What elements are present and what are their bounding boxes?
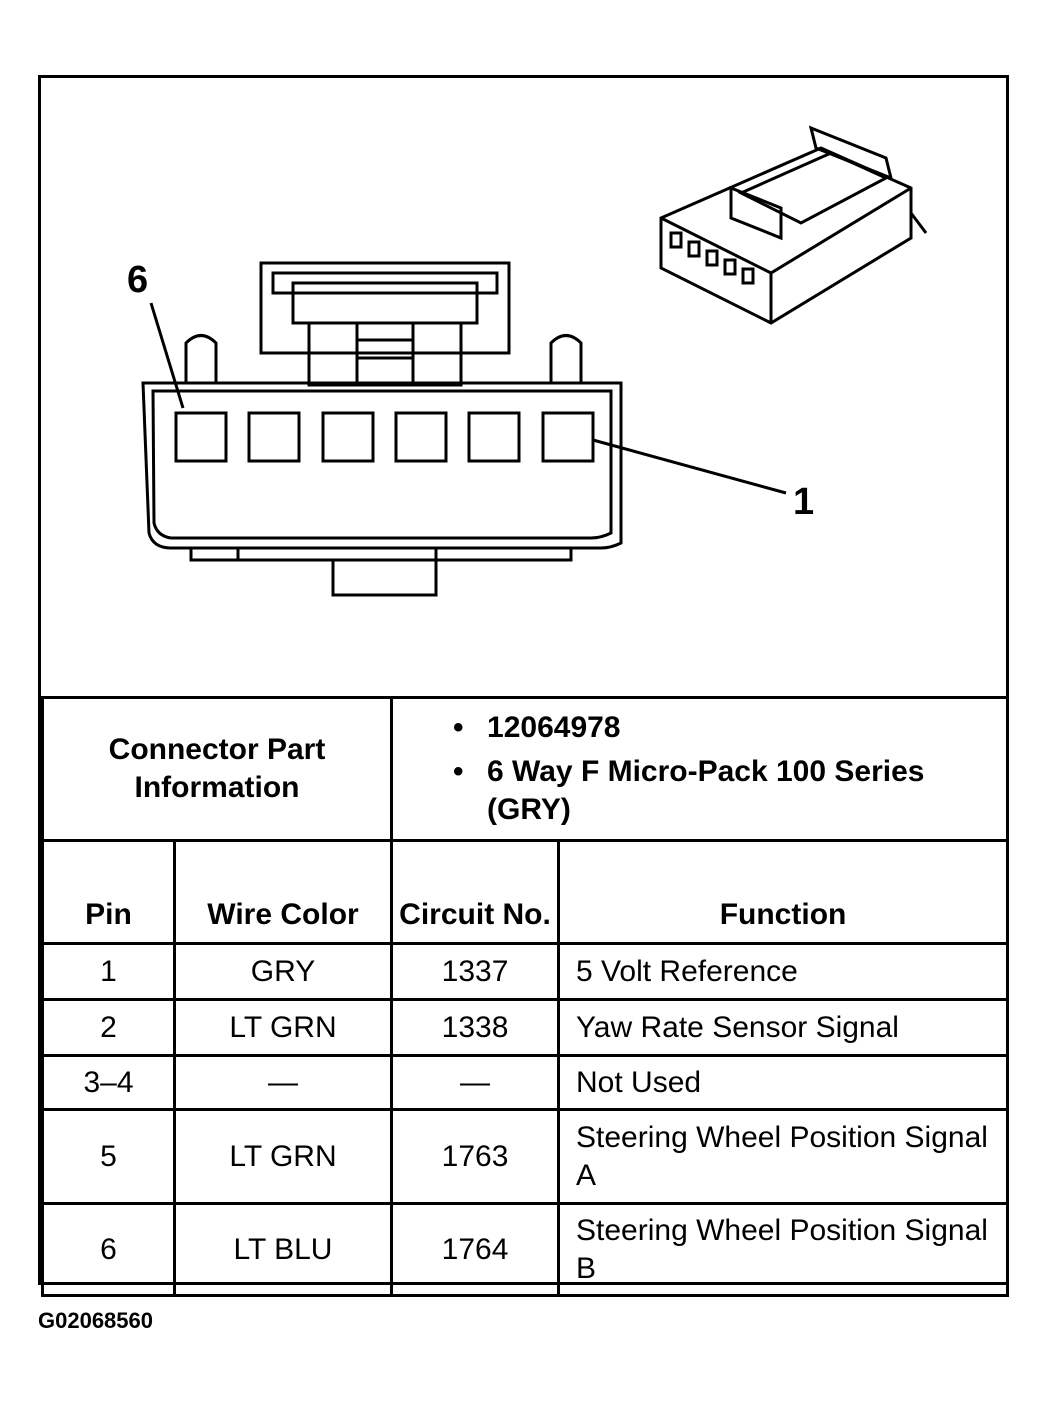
connector-frame: 6 1 Connector Part Information • 1206497…: [38, 75, 1010, 1297]
connector-part-info-values: • 12064978 • 6 Way F Micro-Pack 100 Seri…: [390, 696, 1010, 842]
leader-line-1: [592, 438, 787, 495]
cell-function: Not Used: [557, 1054, 1010, 1111]
connector-diagram: 6 1: [41, 78, 1006, 698]
connector-3d-view: [659, 125, 928, 325]
bullet-icon: •: [453, 755, 464, 788]
connector-part-info-label: Connector Part Information: [40, 696, 394, 842]
connector-table-area: Connector Part Information • 12064978 • …: [40, 696, 1010, 1297]
cavity-5: [247, 411, 301, 463]
table-row: 5 LT GRN 1763 Steering Wheel Position Si…: [41, 1108, 1010, 1205]
table-row: 1 GRY 1337 5 Volt Reference: [41, 942, 1010, 1001]
table-header-row: Pin Wire Color Circuit No. Function: [41, 839, 1010, 945]
figure-reference-code: G02068560: [38, 1308, 153, 1333]
table-row: 2 LT GRN 1338 Yaw Rate Sensor Signal: [41, 998, 1010, 1057]
cell-pin: 6: [41, 1202, 176, 1297]
connector-drawing: [141, 125, 928, 597]
connector-key: [331, 558, 438, 597]
cavity-6: [174, 411, 228, 463]
cell-wire-color: LT BLU: [172, 1202, 394, 1297]
cell-wire-color: LT GRN: [172, 1108, 394, 1205]
cell-circuit: 1764: [390, 1202, 561, 1297]
cell-pin: 2: [41, 998, 176, 1057]
header-wire-color: Wire Color: [172, 839, 394, 945]
cavity-1: [541, 411, 595, 463]
header-circuit-no: Circuit No.: [390, 839, 561, 945]
cell-function: 5 Volt Reference: [557, 942, 1010, 1001]
cell-wire-color: GRY: [172, 942, 394, 1001]
cell-wire-color: —: [172, 1054, 394, 1111]
leader-line-6: [149, 302, 185, 409]
connector-latch-outer: [259, 261, 511, 355]
cell-pin: 5: [41, 1108, 176, 1205]
pin-label-6: 6: [127, 259, 149, 301]
cell-pin: 1: [41, 942, 176, 1001]
cell-circuit: —: [390, 1054, 561, 1111]
part-number: 12064978: [487, 711, 621, 744]
cell-wire-color: LT GRN: [172, 998, 394, 1057]
bullet-icon: •: [453, 711, 464, 744]
table-row: 6 LT BLU 1764 Steering Wheel Position Si…: [41, 1202, 1010, 1297]
cell-function: Steering Wheel Position Signal B: [557, 1202, 1010, 1297]
header-pin: Pin: [41, 839, 176, 945]
part-number-item: • 12064978: [453, 709, 1006, 747]
cavity-3: [394, 411, 448, 463]
connector-body: [141, 381, 623, 550]
connector-description-item: • 6 Way F Micro-Pack 100 Series (GRY): [453, 753, 1006, 829]
cell-circuit: 1763: [390, 1108, 561, 1205]
cell-pin: 3–4: [41, 1054, 176, 1111]
cell-function: Steering Wheel Position Signal A: [557, 1108, 1010, 1205]
cavity-4: [321, 411, 375, 463]
pin-label-1: 1: [793, 481, 815, 523]
connector-description: 6 Way F Micro-Pack 100 Series (GRY): [487, 755, 925, 826]
connector-pinout-table: Connector Part Information • 12064978 • …: [40, 696, 1010, 1297]
cell-function: Yaw Rate Sensor Signal: [557, 998, 1010, 1057]
cavity-2: [467, 411, 521, 463]
header-function: Function: [557, 839, 1010, 945]
table-row: 3–4 — — Not Used: [41, 1054, 1010, 1111]
cell-circuit: 1338: [390, 998, 561, 1057]
cell-circuit: 1337: [390, 942, 561, 1001]
